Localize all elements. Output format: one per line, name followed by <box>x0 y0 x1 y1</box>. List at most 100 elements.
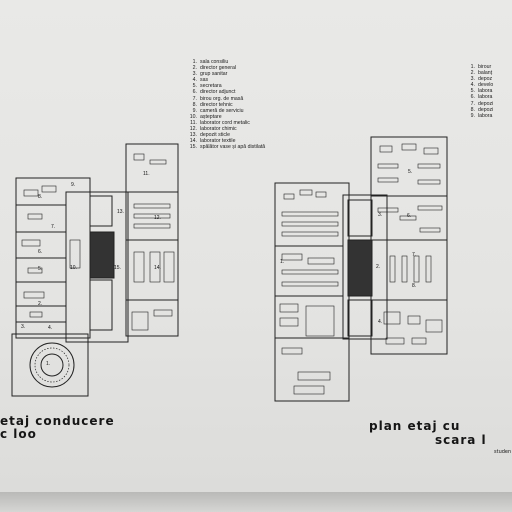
room-label: 5. <box>408 169 413 175</box>
room-label: 6. <box>407 213 412 219</box>
legend-item-number: 13. <box>189 132 197 139</box>
legend-item-number: 7. <box>192 95 197 102</box>
legend-item: 13.depozit sticle <box>188 132 265 138</box>
board-edge <box>0 492 512 512</box>
legend-item: 11.laborator cord metalic <box>188 120 265 126</box>
legend-item-number: 6. <box>192 89 197 96</box>
legend-item-label: cameră de serviciu <box>200 107 244 114</box>
drawing-sheet <box>0 0 512 494</box>
council-hall <box>11 333 89 397</box>
legend-item-label: depozit sticle <box>200 132 230 139</box>
legend-item: 10.așteptare <box>188 114 265 120</box>
room-label: 4. <box>378 319 383 325</box>
legend-item-number: 14. <box>189 138 197 145</box>
left-core <box>65 191 129 343</box>
legend-item-number: 15. <box>189 144 197 151</box>
right-core <box>342 194 388 340</box>
room-label: 12. <box>154 215 161 221</box>
legend-item-number: 4. <box>470 82 475 89</box>
legend-item: 3.grup sanitar <box>188 71 265 77</box>
legend-item-label: grup sanitar <box>200 71 228 78</box>
room-label: 11. <box>143 171 150 177</box>
legend-item: 5.secretara <box>188 83 265 89</box>
legend-item-label: birour <box>478 64 492 70</box>
legend-item: 1.sala consiliu <box>188 59 265 65</box>
room-label: 2. <box>376 264 381 270</box>
legend-item-label: sas <box>200 77 209 84</box>
legend-item-label: laborator textile <box>200 138 236 145</box>
legend-item: 3.depoz <box>466 76 493 82</box>
legend-item: 2.director general <box>188 65 265 71</box>
legend-item-label: birou org. de masă <box>200 95 244 102</box>
room-label: 3. <box>378 212 383 218</box>
legend-item-label: secretara <box>200 83 222 90</box>
legend-item: 15.spălător vase și apă distilată <box>188 144 265 150</box>
caption-footnote: studen <box>494 449 512 455</box>
legend-item-label: director adjunct <box>200 89 236 96</box>
legend-item-number: 12. <box>189 126 197 133</box>
room-label: 1. <box>46 361 51 367</box>
plan-left <box>11 143 179 397</box>
room-label: 8. <box>38 194 43 200</box>
legend-item-number: 7. <box>470 100 475 107</box>
legend-item-label: sala consiliu <box>200 59 229 65</box>
room-label: 10. <box>70 265 77 271</box>
legend-item-number: 2. <box>470 70 475 77</box>
legend-item-number: 9. <box>192 107 197 114</box>
room-label: 9. <box>71 182 76 188</box>
room-label: 4. <box>48 325 53 331</box>
legend-item-number: 5. <box>192 83 197 90</box>
legend-item: 8.depozi <box>466 106 494 113</box>
room-label: 1. <box>280 259 285 265</box>
plan-right <box>274 136 448 402</box>
legend-item: 4.sas <box>188 77 265 83</box>
legend-item: 2.balanț <box>466 70 493 76</box>
legend-item-number: 8. <box>192 101 197 108</box>
legend-item-number: 9. <box>470 112 475 119</box>
legend-item-number: 1. <box>470 64 475 70</box>
legend-item-label: depoz <box>478 76 493 83</box>
legend-item: 6.director adjunct <box>188 89 265 95</box>
legend-item-label: balanț <box>478 70 493 77</box>
caption-left-scale: c loo <box>0 427 37 441</box>
legend-item-label: develo <box>478 82 494 89</box>
legend-item-label: labora <box>478 88 493 95</box>
caption-left-title: etaj conducere <box>0 414 115 428</box>
legend-item-label: depozi <box>478 100 494 107</box>
legend-item-label: director tehnic <box>200 101 233 108</box>
legend-item-label: depozi <box>478 106 494 113</box>
legend-item-label: așteptare <box>200 113 222 120</box>
legend-item: 9.cameră de serviciu <box>188 108 265 114</box>
legend-item: 9.labora <box>466 113 493 119</box>
legend-item-label: laborator chimic <box>200 126 237 133</box>
legend-item-number: 10. <box>189 113 197 120</box>
room-label: 2. <box>38 301 43 307</box>
legend-item: 6.labora <box>466 94 493 100</box>
room-label: 13. <box>117 209 124 215</box>
legend-item: 12.laborator chimic <box>188 126 265 132</box>
room-label: 8. <box>412 283 417 289</box>
legend-item-number: 2. <box>192 65 197 72</box>
legend-item-number: 8. <box>470 106 475 113</box>
legend-item-label: laborator cord metalic <box>200 119 250 126</box>
legend-item: 4.develo <box>466 82 494 89</box>
legend-item: 7.depozi <box>466 100 494 107</box>
caption-right-scale: scara l <box>435 433 487 447</box>
room-label: 15. <box>114 265 121 271</box>
legend-item-number: 4. <box>192 77 197 84</box>
legend-item: 5.labora <box>466 88 493 94</box>
room-label: 6. <box>38 249 43 255</box>
legend-item: 1.birour <box>466 64 493 70</box>
room-label: 14. <box>154 265 161 271</box>
room-label: 7. <box>412 252 417 258</box>
legend-item-number: 11. <box>190 119 197 126</box>
legend-item-label: spălător vase și apă distilată <box>200 144 266 151</box>
legend-item-number: 3. <box>192 71 197 78</box>
legend-item: 14.laborator textile <box>188 138 265 144</box>
legend-item-label: director general <box>200 65 237 72</box>
legend-item-label: labora <box>478 112 493 119</box>
legend-item: 8.director tehnic <box>188 102 265 108</box>
legend-item-number: 5. <box>470 88 475 95</box>
